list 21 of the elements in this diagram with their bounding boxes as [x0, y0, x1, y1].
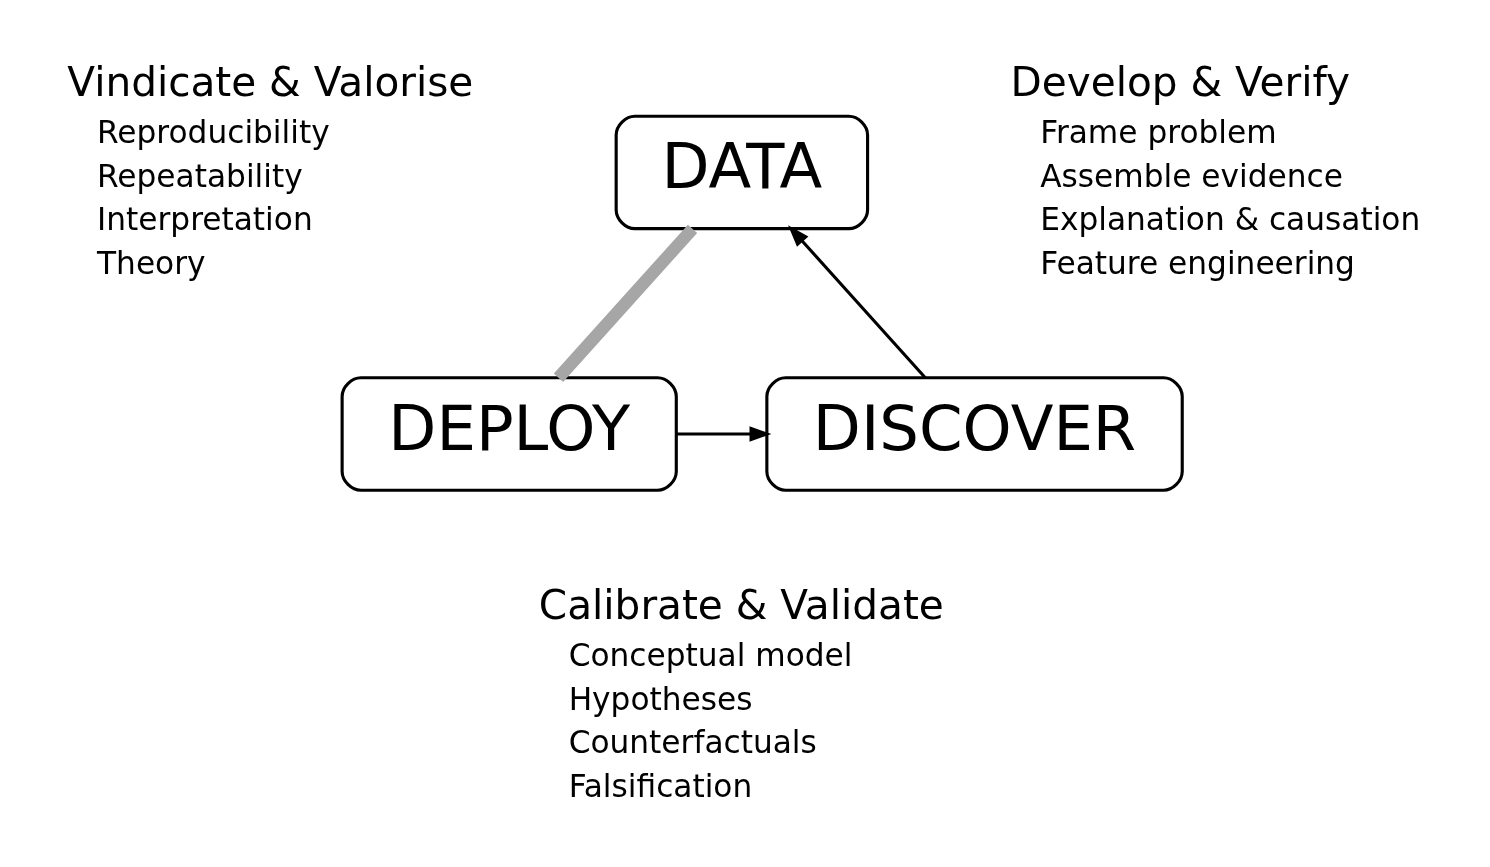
arrow: [676, 425, 772, 442]
arrow: [788, 224, 927, 379]
label: Develop & Verify: [1010, 57, 1351, 106]
label: Assemble evidence: [1040, 157, 1343, 193]
label: Counterfactuals: [568, 723, 817, 760]
label: Reproducibility: [97, 113, 330, 150]
connector: [553, 224, 698, 382]
node-box: DISCOVER: [765, 375, 1184, 492]
label: Calibrate & Validate: [538, 580, 944, 629]
label: Vindicate & Valorise: [67, 57, 474, 106]
label: Explanation & causation: [1040, 200, 1421, 237]
node-box: DEPLOY: [340, 375, 678, 492]
label: Hypotheses: [568, 680, 753, 717]
label: Repeatability: [97, 157, 303, 193]
label: Frame problem: [1040, 113, 1277, 150]
label: Falsification: [568, 767, 753, 804]
label: Feature engineering: [1040, 244, 1355, 281]
label: Theory: [97, 244, 206, 281]
label: Interpretation: [97, 200, 313, 237]
node-box: DATA: [614, 114, 870, 230]
label: Conceptual model: [568, 636, 853, 673]
